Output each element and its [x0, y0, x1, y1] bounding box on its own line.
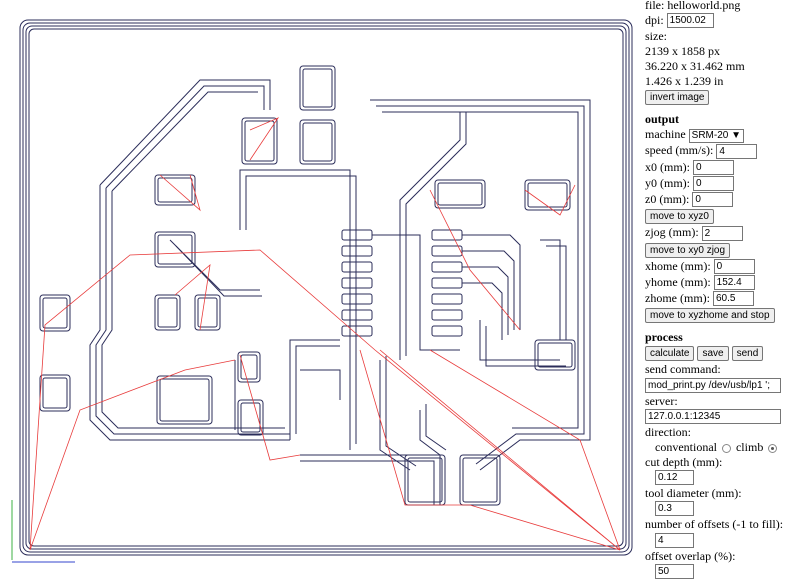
size-label: size: [645, 29, 667, 44]
tool-diameter-label: tool diameter (mm): [645, 486, 742, 500]
file-label: file: [645, 0, 665, 12]
dpi-input[interactable] [666, 13, 714, 29]
calculate-button[interactable]: calculate [645, 346, 695, 362]
size-in: 1.426 x 1.239 in [645, 74, 724, 89]
size-mm: 36.220 x 31.462 mm [645, 59, 745, 74]
send-button[interactable]: send [731, 346, 764, 362]
board-outline-3 [25, 25, 627, 550]
z0-input[interactable] [692, 192, 734, 208]
yhome-label: yhome (mm): [645, 274, 711, 289]
file-name: helloworld.png [667, 0, 741, 12]
machine-label: machine [645, 127, 686, 142]
x0-label: x0 (mm): [645, 159, 690, 174]
server-label: server: [645, 393, 678, 408]
jog-moves [29, 117, 621, 551]
zhome-label: zhome (mm): [645, 291, 710, 305]
cut-depth-input[interactable] [655, 470, 694, 485]
size-px: 2139 x 1858 px [645, 44, 720, 59]
xhome-label: xhome (mm): [645, 258, 711, 273]
board-outline-2 [22, 22, 630, 553]
invert-image-button[interactable]: invert image [645, 90, 710, 106]
direction-label: direction: [645, 424, 691, 439]
move-to-xyz0-button[interactable]: move to xyz0 [645, 209, 714, 225]
tool-diameter-input[interactable] [655, 501, 694, 517]
send-command-label: send command: [645, 362, 721, 377]
move-to-xy0-zjog-button[interactable]: move to xy0 zjog [645, 242, 731, 258]
overlap-input[interactable] [655, 563, 694, 579]
send-command-input[interactable] [645, 377, 781, 393]
process-heading: process [645, 330, 683, 345]
z0-label: z0 (mm): [645, 192, 690, 206]
move-to-xyzhome-button[interactable]: move to xyzhome and stop [645, 308, 775, 324]
speed-input[interactable] [716, 143, 758, 159]
climb-radio[interactable] [768, 443, 778, 453]
yhome-input[interactable] [713, 275, 755, 290]
zjog-label: zjog (mm): [645, 225, 699, 240]
xhome-input[interactable] [713, 258, 755, 274]
dpi-label: dpi: [645, 13, 664, 27]
zhome-input[interactable] [712, 291, 754, 307]
y0-label: y0 (mm): [645, 175, 690, 190]
save-button[interactable]: save [697, 346, 729, 362]
offsets-label: number of offsets (-1 to fill): [645, 517, 784, 532]
overlap-label: offset overlap (%): [645, 548, 736, 563]
board-outline-1 [19, 19, 633, 556]
speed-label: speed (mm/s): [645, 143, 714, 158]
board-outline-4 [28, 28, 624, 547]
x0-input[interactable] [693, 159, 734, 175]
ic-pins [341, 229, 463, 337]
control-panel: file: helloworld.png dpi: size: 2139 x 1… [645, 0, 800, 580]
y0-input[interactable] [693, 176, 734, 191]
pads [39, 65, 576, 506]
climb-label: climb [735, 439, 764, 454]
output-heading: output [645, 112, 680, 127]
toolpath-preview [11, 19, 633, 563]
cut-depth-label: cut depth (mm): [645, 454, 723, 469]
server-input[interactable] [645, 408, 781, 424]
conventional-radio[interactable] [721, 443, 731, 453]
machine-select[interactable]: SRM-20 ▼ [688, 129, 745, 144]
offsets-input[interactable] [655, 532, 694, 548]
conventional-label: conventional [655, 439, 717, 454]
zjog-input[interactable] [701, 225, 743, 241]
traces [89, 79, 591, 505]
